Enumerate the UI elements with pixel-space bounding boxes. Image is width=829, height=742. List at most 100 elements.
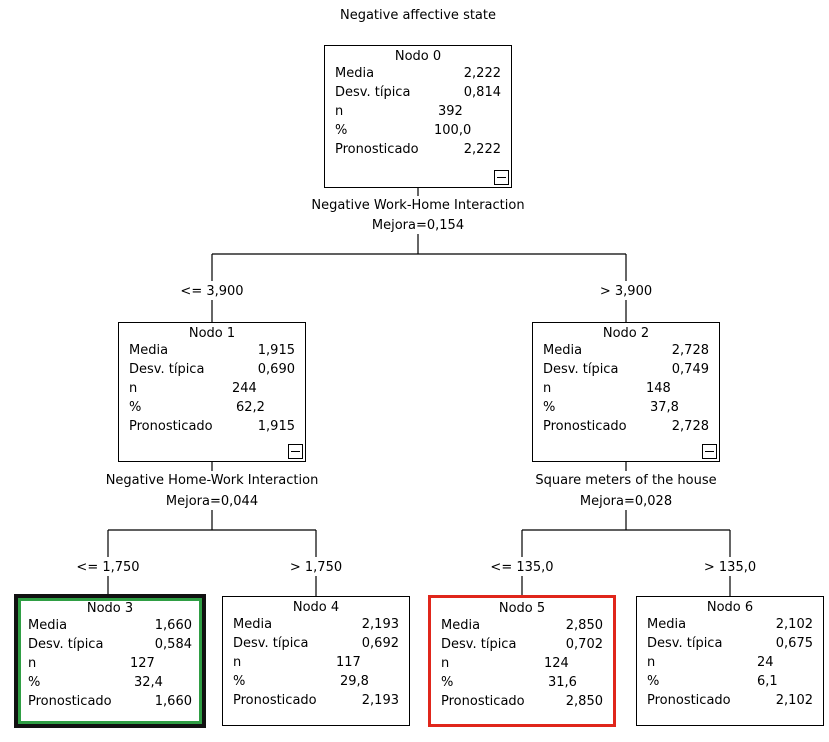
value-pct: 37,8 [650, 400, 679, 415]
value-desv: 0,814 [463, 85, 501, 100]
row-label-pron: Pronosticado [129, 419, 213, 434]
value-media: 2,728 [671, 343, 709, 358]
row-label-media: Media [441, 618, 481, 633]
value-media: 2,102 [775, 617, 813, 632]
row-label-pron: Pronosticado [335, 142, 419, 157]
value-desv: 0,749 [671, 362, 709, 377]
split-improvement: Mejora=0,044 [165, 494, 259, 509]
row-label-pron: Pronosticado [28, 694, 112, 709]
row-label-pct: % [647, 674, 660, 689]
value-desv: 0,584 [154, 637, 192, 652]
row-label-media: Media [28, 618, 68, 633]
value-pct: 32,4 [134, 675, 163, 690]
node-title: Nodo 0 [394, 49, 442, 64]
value-n: 117 [336, 655, 361, 670]
value-desv: 0,675 [775, 636, 813, 651]
row-label-pct: % [28, 675, 41, 690]
row-label-n: n [441, 656, 450, 671]
row-label-pron: Pronosticado [647, 693, 731, 708]
split-right-condition: > 1,750 [289, 560, 343, 575]
collapse-minus-icon[interactable] [288, 444, 303, 459]
value-n: 392 [438, 104, 463, 119]
value-pct: 100,0 [434, 123, 472, 138]
row-label-pct: % [129, 400, 142, 415]
value-pct: 29,8 [340, 674, 369, 689]
row-label-desv: Desv. típica [129, 362, 205, 377]
collapse-minus-icon[interactable] [494, 170, 509, 185]
row-label-n: n [647, 655, 656, 670]
row-label-pct: % [543, 400, 556, 415]
tree-node-5[interactable]: Nodo 5 Media 2,850 Desv. típica 0,702 n 124… [428, 595, 616, 727]
diagram-title: Negative affective state [339, 8, 497, 23]
row-label-n: n [28, 656, 37, 671]
split-improvement: Mejora=0,028 [579, 494, 673, 509]
value-pron: 1,915 [257, 419, 295, 434]
tree-node-4[interactable]: Nodo 4 Media 2,193 Desv. típica 0,692 n 117… [222, 596, 410, 726]
value-n: 148 [646, 381, 671, 396]
row-label-desv: Desv. típica [441, 637, 517, 652]
value-desv: 0,702 [565, 637, 603, 652]
split-right-condition: > 3,900 [599, 284, 653, 299]
value-pron: 1,660 [154, 694, 192, 709]
row-label-media: Media [129, 343, 169, 358]
row-label-n: n [233, 655, 242, 670]
split-left-condition: <= 1,750 [76, 560, 140, 575]
row-label-desv: Desv. típica [28, 637, 104, 652]
value-n: 127 [130, 656, 155, 671]
split-variable: Negative Work-Home Interaction [311, 198, 525, 213]
value-pron: 2,102 [775, 693, 813, 708]
row-label-desv: Desv. típica [647, 636, 723, 651]
node-title: Nodo 2 [602, 326, 650, 341]
row-label-desv: Desv. típica [543, 362, 619, 377]
collapse-minus-icon[interactable] [702, 444, 717, 459]
value-media: 1,915 [257, 343, 295, 358]
value-pron: 2,222 [463, 142, 501, 157]
row-label-media: Media [647, 617, 687, 632]
node-title: Nodo 3 [86, 601, 134, 616]
row-label-desv: Desv. típica [233, 636, 309, 651]
value-pct: 6,1 [757, 674, 778, 689]
node-title: Nodo 5 [498, 601, 546, 616]
value-desv: 0,690 [257, 362, 295, 377]
row-label-n: n [543, 381, 552, 396]
row-label-pron: Pronosticado [543, 419, 627, 434]
split-variable: Negative Home-Work Interaction [105, 473, 319, 488]
split-variable: Square meters of the house [535, 473, 717, 488]
split-right-condition: > 135,0 [703, 560, 757, 575]
value-media: 2,222 [463, 66, 501, 81]
value-pron: 2,728 [671, 419, 709, 434]
row-label-pct: % [335, 123, 348, 138]
tree-node-0[interactable]: Nodo 0 Media 2,222 Desv. típica 0,814 n 392… [324, 45, 512, 188]
row-label-media: Media [233, 617, 273, 632]
value-n: 244 [232, 381, 257, 396]
value-pct: 62,2 [236, 400, 265, 415]
split-improvement: Mejora=0,154 [371, 218, 465, 233]
row-label-pct: % [441, 675, 454, 690]
value-desv: 0,692 [361, 636, 399, 651]
value-n: 124 [544, 656, 569, 671]
tree-node-1[interactable]: Nodo 1 Media 1,915 Desv. típica 0,690 n 244… [118, 322, 306, 462]
node-title: Nodo 6 [706, 600, 754, 615]
tree-node-3[interactable]: Nodo 3 Media 1,660 Desv. típica 0,584 n 127… [14, 594, 206, 728]
node-title: Nodo 4 [292, 600, 340, 615]
value-media: 2,193 [361, 617, 399, 632]
row-label-media: Media [543, 343, 583, 358]
row-label-n: n [335, 104, 344, 119]
row-label-media: Media [335, 66, 375, 81]
row-label-pron: Pronosticado [233, 693, 317, 708]
value-n: 24 [757, 655, 774, 670]
row-label-n: n [129, 381, 138, 396]
split-left-condition: <= 3,900 [180, 284, 244, 299]
value-media: 2,850 [565, 618, 603, 633]
row-label-pron: Pronosticado [441, 694, 525, 709]
value-media: 1,660 [154, 618, 192, 633]
node-title: Nodo 1 [188, 326, 236, 341]
value-pron: 2,850 [565, 694, 603, 709]
row-label-desv: Desv. típica [335, 85, 411, 100]
split-left-condition: <= 135,0 [490, 560, 554, 575]
value-pron: 2,193 [361, 693, 399, 708]
row-label-pct: % [233, 674, 246, 689]
tree-node-2[interactable]: Nodo 2 Media 2,728 Desv. típica 0,749 n 148… [532, 322, 720, 462]
